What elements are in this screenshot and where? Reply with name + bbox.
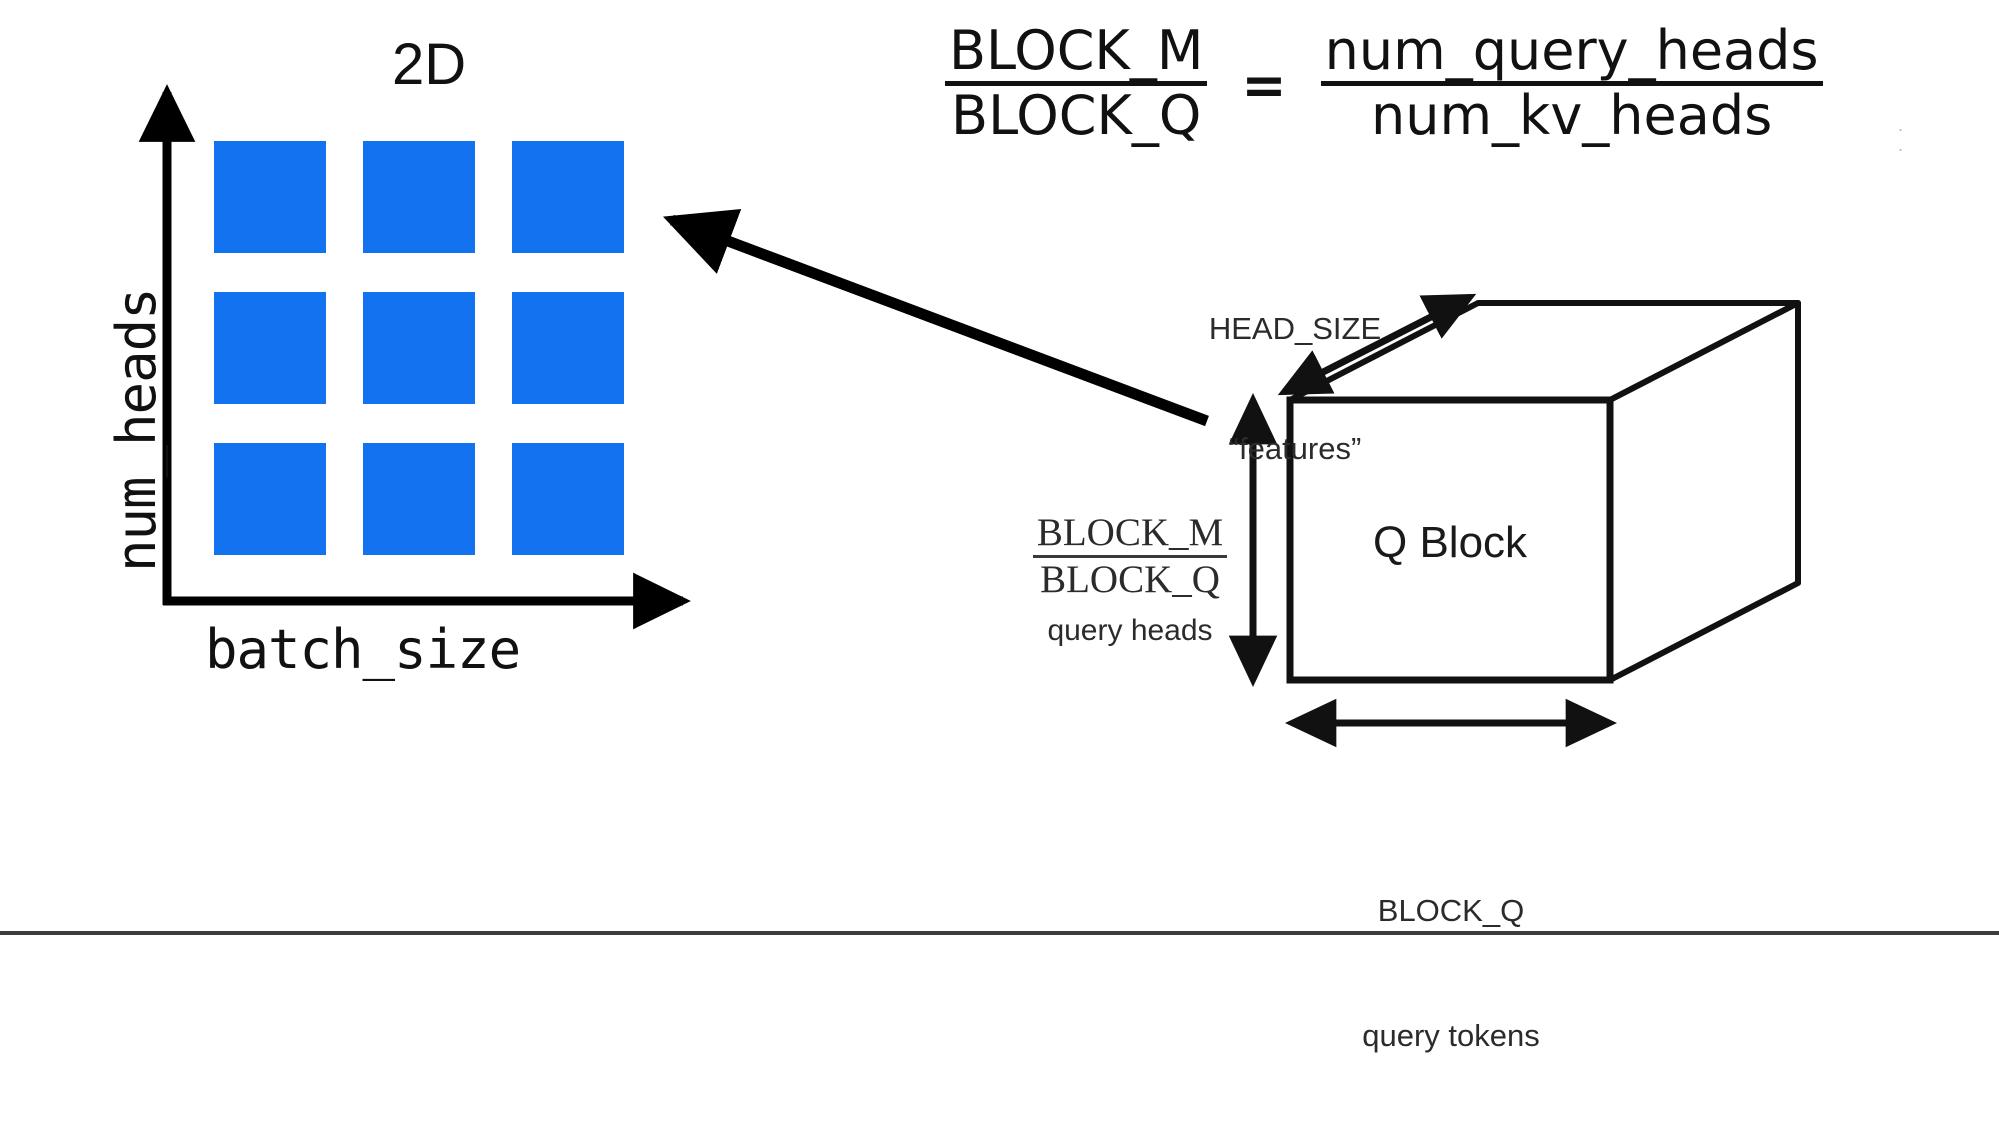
grid-cell-2-1 — [363, 443, 475, 555]
equation-left-fraction: BLOCK_M BLOCK_Q — [945, 19, 1208, 148]
head-size-label-line1: HEAD_SIZE — [1208, 310, 1382, 346]
grid-title-2d: 2D — [392, 32, 467, 97]
cube-height-caption-query-heads: query heads — [1047, 613, 1213, 647]
grid-cell-0-1 — [363, 141, 475, 253]
y-axis-label-num-heads: num_heads — [105, 288, 168, 572]
grid-cell-0-2 — [512, 141, 624, 253]
equation-right-fraction: num_query_heads num_kv_heads — [1320, 19, 1823, 148]
equation-right-numerator: num_query_heads — [1324, 19, 1819, 82]
head-size-dimension-arrow — [1277, 293, 1477, 396]
cube-to-grid-arrow — [662, 209, 1209, 427]
grid-cell-2-2 — [512, 443, 624, 555]
cube-height-label-group: BLOCK_M BLOCK_Q query heads — [1020, 512, 1240, 648]
cube-height-denominator: BLOCK_Q — [1040, 558, 1220, 602]
q-block-face-label: Q Block — [1373, 518, 1528, 567]
grid-cell-2-0 — [214, 443, 326, 555]
equation-left-numerator: BLOCK_M — [949, 19, 1204, 82]
equation-block: BLOCK_M BLOCK_Q = num_query_heads num_kv… — [945, 22, 1823, 144]
x-axis-label-batch-size: batch_size — [205, 618, 521, 681]
edge-mark-upper: . — [1898, 115, 1904, 135]
head-size-label-line2: “features” — [1228, 431, 1362, 467]
grid-cell-1-0 — [214, 292, 326, 404]
cube-height-numerator: BLOCK_M — [1036, 511, 1224, 554]
equation-equals-sign: = — [1241, 53, 1287, 117]
axis-group — [138, 84, 691, 630]
grid-cell-0-0 — [214, 141, 326, 253]
grid-squares — [214, 141, 624, 555]
cube-height-fraction-bar — [1032, 555, 1228, 559]
equation-left-denominator: BLOCK_Q — [951, 84, 1202, 148]
cube-width-label-group: BLOCK_Q query tokens — [1341, 806, 1561, 1141]
cube-height-fraction: BLOCK_M BLOCK_Q — [1032, 511, 1228, 602]
diagram-canvas: 2D num_heads batch_size BLOCK_M BLOCK_Q … — [0, 21, 1999, 1054]
q-block-cube — [1286, 300, 1801, 684]
equation-right-denominator: num_kv_heads — [1371, 84, 1773, 148]
diagram-svg — [0, 84, 1999, 935]
edge-mark-lower: . — [1898, 135, 1904, 155]
grid-cell-1-1 — [363, 292, 475, 404]
equation-right-fraction-bar — [1320, 81, 1823, 87]
grid-cell-1-2 — [512, 292, 624, 404]
cube-front-face — [1286, 396, 1614, 684]
cube-width-label-line2: query tokens — [1362, 1018, 1540, 1054]
cube-width-label-line1: BLOCK_Q — [1377, 892, 1525, 928]
head-size-label-group: HEAD_SIZE “features” — [1185, 228, 1405, 550]
equation-left-fraction-bar — [945, 81, 1208, 87]
